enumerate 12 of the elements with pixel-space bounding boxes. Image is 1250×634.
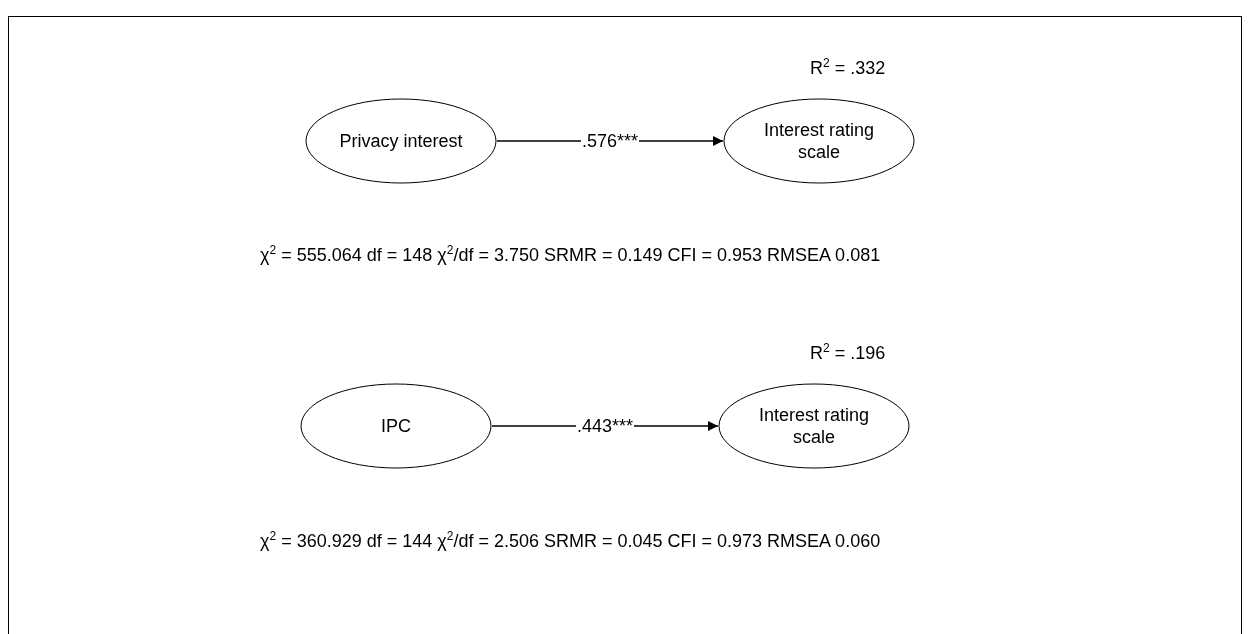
- ellipse-node: [305, 98, 497, 184]
- ellipse-node: [718, 383, 910, 469]
- node-label: Interest rating scale: [762, 119, 876, 163]
- r-squared-label: R$^{2}$ = .196: [810, 343, 886, 364]
- ellipse-node: [723, 98, 915, 184]
- node-label: Privacy interest: [338, 130, 464, 152]
- node-label: IPC: [380, 415, 412, 437]
- node-label: Interest rating scale: [757, 404, 871, 448]
- r-squared-label: R$^{2}$ = .332: [810, 58, 886, 79]
- fit-statistics: χ$^{2}$ = 555.064 df = 148 χ$^{2}$/df = 3.750 SRMR = 0.149 CFI = 0.953 RMSEA 0.081: [260, 245, 881, 266]
- fit-statistics: χ$^{2}$ = 360.929 df = 144 χ$^{2}$/df = 2.506 SRMR = 0.045 CFI = 0.973 RMSEA 0.060: [260, 531, 881, 552]
- ellipse-node: [300, 383, 492, 469]
